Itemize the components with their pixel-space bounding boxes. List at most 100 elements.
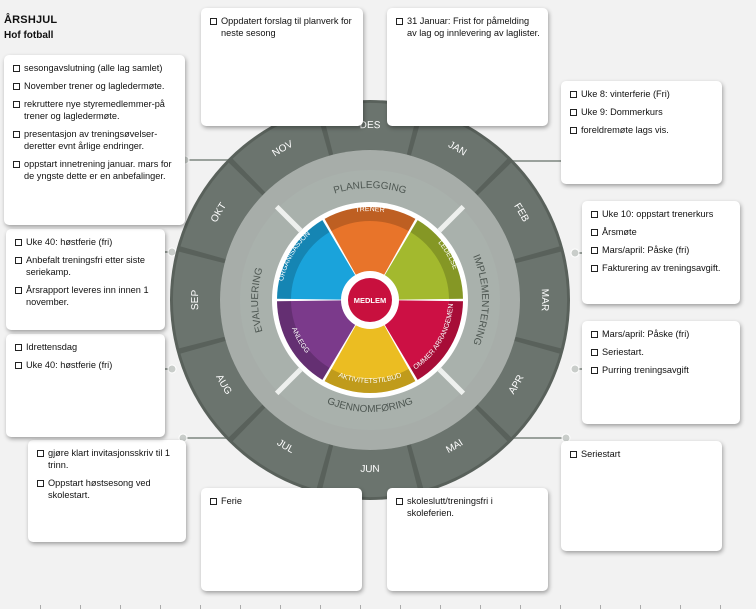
card-feb: Uke 8: vinterferie (Fri) Uke 9: Dommerkur… [561, 81, 722, 184]
card-item: presentasjon av treningsøvelser-deretter… [13, 128, 177, 152]
segment-label-band [410, 220, 463, 299]
segment-label: TRENER [355, 206, 385, 214]
card-item: rekruttere nye styremedlemmer-på trener … [13, 98, 177, 122]
page-title: ÅRSHJUL [4, 14, 58, 26]
ruler-tick [560, 605, 561, 609]
phase-divider [437, 204, 466, 233]
card-item: Uke 8: vinterferie (Fri) [570, 88, 714, 100]
connector-dot [167, 247, 177, 257]
card-item: Oppdatert forslag til planverk for neste… [210, 15, 355, 39]
card-des: Oppdatert forslag til planverk for neste… [201, 8, 363, 126]
ruler-tick [160, 605, 161, 609]
wheel-body: DESJANFEBMARAPRMAIJUNJULAUGSEPOKTNOVPLAN… [0, 0, 570, 500]
segment-ledelse [370, 220, 463, 300]
ruler-tick [680, 605, 681, 609]
center-label: MEDLEM [354, 296, 387, 305]
card-item: 31 Januar: Frist for påmelding av lag og… [396, 15, 540, 39]
month-segment [232, 110, 330, 193]
card-item: gjøre klart invitasjonsskriv til 1 trinn… [37, 447, 178, 471]
month-segment [477, 340, 560, 438]
card-item: Oppstart høstsesong ved skolestart. [37, 477, 178, 501]
connector-dot [570, 248, 580, 258]
header: ÅRSHJUL Hof fotball [4, 14, 57, 41]
ruler-tick [400, 605, 401, 609]
segment-aktivitetstilbud [324, 300, 416, 393]
card-item: November trener og lagledermøte. [13, 80, 177, 92]
card-jul: Ferie [201, 488, 362, 591]
month-label: SEP [190, 289, 201, 310]
ruler-tick [40, 605, 41, 609]
ruler-tick [360, 605, 361, 609]
card-item: Anbefalt treningsfri etter siste serieka… [15, 254, 157, 278]
phase-divider [274, 367, 303, 396]
card-item: Mars/april: Påske (fri) [591, 328, 732, 340]
page-subtitle: Hof fotball [4, 30, 54, 41]
card-item: Idrettensdag [15, 341, 157, 353]
segment-anlegg [277, 300, 370, 380]
ruler-tick [720, 605, 721, 609]
month-segment [410, 110, 508, 193]
card-item: Seriestart [570, 448, 714, 460]
phase-divider [437, 367, 466, 396]
ruler-tick [480, 605, 481, 609]
ruler-tick [640, 605, 641, 609]
phase-label: EVALUERING [250, 266, 265, 333]
month-label: MAR [539, 289, 550, 312]
month-label: DES [359, 120, 381, 131]
segment-dommer-arrangement [370, 300, 463, 380]
card-item: Seriestart. [591, 346, 732, 358]
card-item: Ferie [210, 495, 354, 507]
card-item: Uke 40: høstferie (fri) [15, 359, 157, 371]
month-segment [232, 407, 330, 490]
card-item: skoleslutt/treningsfri i skoleferien. [396, 495, 540, 519]
ruler-tick [200, 605, 201, 609]
month-segment [410, 407, 508, 490]
segment-label-band [324, 207, 416, 232]
card-mai: Seriestart [561, 441, 722, 551]
ruler-tick [440, 605, 441, 609]
connector-dot [167, 364, 177, 374]
card-apr: Mars/april: Påske (fri) Seriestart. Purrin… [582, 321, 740, 424]
card-nov: sesongavslutning (alle lag samlet) Novemb… [4, 55, 185, 225]
segment-label-band [277, 220, 330, 299]
sheet-ruler [0, 605, 756, 609]
month-segment [180, 162, 263, 260]
ruler-tick [320, 605, 321, 609]
card-item: foreldremøte lags vis. [570, 124, 714, 136]
card-jan: 31 Januar: Frist for påmelding av lag og… [387, 8, 548, 126]
phase-divider [274, 204, 303, 233]
phase-label: PLANLEGGING [332, 180, 408, 197]
card-aug: gjøre klart invitasjonsskriv til 1 trinn… [28, 440, 186, 542]
card-okt: Uke 40: høstferie (fri) Anbefalt trenings… [6, 229, 165, 330]
center-circle [348, 278, 392, 322]
ruler-tick [80, 605, 81, 609]
month-segment [515, 251, 567, 349]
month-label: JUN [360, 464, 380, 475]
ruler-tick [520, 605, 521, 609]
segment-trener [324, 207, 416, 300]
month-segment [321, 445, 419, 497]
card-item: Uke 40: høstferie (fri) [15, 236, 157, 248]
segment-label-band [324, 368, 416, 393]
ruler-tick [600, 605, 601, 609]
card-jun: skoleslutt/treningsfri i skoleferien. [387, 488, 548, 591]
month-segment [180, 340, 263, 438]
card-item: Mars/april: Påske (fri) [591, 244, 732, 256]
segment-organisasjon [277, 220, 370, 300]
card-item: Uke 9: Dommerkurs [570, 106, 714, 118]
card-item: Årsmøte [591, 226, 732, 238]
card-item: Årsrapport leveres inn innen 1 november. [15, 284, 157, 308]
segment-label-band [410, 301, 463, 380]
month-segment [173, 251, 225, 349]
card-item: Purring treningsavgift [591, 364, 732, 376]
card-item: oppstart innetrening januar. mars for de… [13, 158, 177, 182]
segment-label-band [277, 301, 330, 380]
card-item: Fakturering av treningsavgift. [591, 262, 732, 274]
card-item: sesongavslutning (alle lag samlet) [13, 62, 177, 74]
connector-dot [570, 364, 580, 374]
ruler-tick [120, 605, 121, 609]
ruler-tick [240, 605, 241, 609]
